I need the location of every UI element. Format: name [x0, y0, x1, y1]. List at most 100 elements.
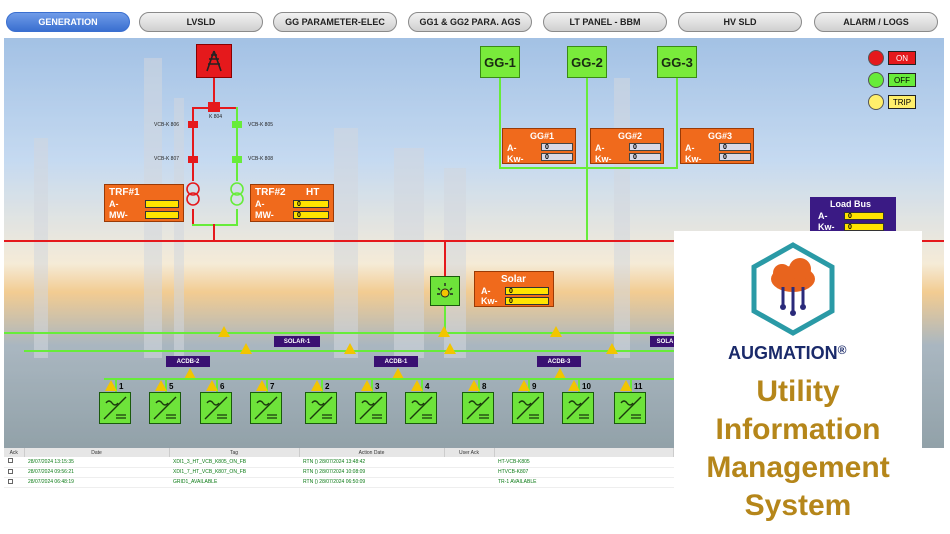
gg1-kw-label: Kw-	[507, 154, 524, 164]
background-tower	[394, 148, 424, 358]
ack-checkbox[interactable]	[4, 477, 24, 488]
background-tower	[174, 98, 184, 358]
gg1-a-value: 0	[541, 143, 573, 151]
inverter-icon[interactable]	[462, 392, 494, 424]
log-action: RTN () 28/07/2024 10:08:09	[299, 467, 444, 478]
feeder-line	[236, 209, 238, 225]
table-row[interactable]: 28/07/2024 13:15:35 XDI1_3_HT_VCB_K805_O…	[4, 457, 674, 468]
inverter-icon[interactable]	[405, 392, 437, 424]
brand-tagline: Utility Information Management System	[674, 373, 922, 525]
tab-gg-para-ags[interactable]: GG1 & GG2 PARA. AGS	[408, 12, 532, 32]
log-tag: XDI1_3_HT_VCB_K805_ON_FB	[169, 457, 299, 468]
trf2-a-label: A-	[255, 199, 265, 209]
transformer-1-icon[interactable]	[184, 181, 202, 209]
breaker-k806[interactable]	[188, 121, 198, 128]
transformer-2-icon[interactable]	[228, 181, 246, 209]
log-col-date[interactable]: Date	[24, 448, 170, 457]
inverter-number: 4	[425, 382, 430, 391]
log-col-ack[interactable]: Ack	[4, 448, 25, 457]
feeder-line	[192, 224, 238, 226]
inverter-number: 11	[634, 382, 643, 391]
gg1-a-label: A-	[507, 143, 517, 153]
tab-lt-panel[interactable]: LT PANEL - BBM	[543, 12, 667, 32]
gg2-button[interactable]: GG-2	[567, 46, 607, 78]
legend-trip-label: TRIP	[888, 95, 916, 109]
brand-name: AUGMATION®	[728, 343, 847, 364]
feeder-line	[192, 107, 238, 109]
trf2-a-value: 0	[293, 200, 329, 208]
gg2-kw-value: 0	[629, 153, 661, 161]
solar-kw-label: Kw-	[481, 296, 498, 306]
inverter-icon[interactable]	[512, 392, 544, 424]
inverter-icon[interactable]	[200, 392, 232, 424]
log-tag: XDI1_7_HT_VCB_K807_ON_FB	[169, 467, 299, 478]
warning-icon	[256, 380, 268, 391]
gg1-button[interactable]: GG-1	[480, 46, 520, 78]
tab-lvsld[interactable]: LVSLD	[139, 12, 263, 32]
alarm-log: Ack Date Tag Action Date User Ack 28/07/…	[4, 448, 674, 494]
gg3-a-value: 0	[719, 143, 751, 151]
gg2-meter: GG#2 A- Kw- 0 0	[590, 128, 664, 164]
tab-generation[interactable]: GENERATION	[6, 12, 130, 32]
log-action: RTN () 28/07/2024 06:50:09	[299, 477, 444, 488]
ht-bus	[4, 240, 944, 242]
warning-icon	[311, 380, 323, 391]
feeder-line	[192, 163, 194, 181]
inverter-number: 3	[375, 382, 380, 391]
breaker-k808[interactable]	[232, 156, 242, 163]
tab-gg-parameter-elec[interactable]: GG PARAMETER-ELEC	[273, 12, 397, 32]
log-col-user-ack[interactable]: User Ack	[444, 448, 495, 457]
legend-on: ON	[868, 50, 916, 66]
brand-tagline-line: System	[744, 489, 852, 522]
solar-a-label: A-	[481, 286, 491, 296]
solar-kw-value: 0	[505, 297, 549, 305]
tab-alarm-logs[interactable]: ALARM / LOGS	[814, 12, 938, 32]
legend-off-label: OFF	[888, 73, 916, 87]
breaker-k807[interactable]	[188, 156, 198, 163]
inverter-icon[interactable]	[562, 392, 594, 424]
inverter-number: 1	[119, 382, 124, 391]
acdb-2-tag: ACDB-2	[166, 356, 210, 367]
solar-tag: SOLA	[650, 336, 680, 347]
gg3-a-label: A-	[685, 143, 695, 153]
load-bus-a-label: A-	[818, 211, 828, 221]
table-row[interactable]: 28/07/2024 06:48:19 GRID1_AVAILABLE RTN …	[4, 477, 674, 488]
background-tower	[334, 128, 358, 358]
feeder-line	[213, 78, 215, 104]
solar-sun-icon[interactable]	[430, 276, 460, 306]
feeder-line	[236, 107, 238, 121]
inverter-icon[interactable]	[250, 392, 282, 424]
log-col-message	[494, 448, 674, 457]
inverter-number: 2	[325, 382, 330, 391]
load-bus-meter: Load Bus A- Kw- 0 0	[810, 197, 896, 233]
gg3-button[interactable]: GG-3	[657, 46, 697, 78]
nav-tabs: GENERATION LVSLD GG PARAMETER-ELEC GG1 &…	[0, 0, 950, 38]
trf2-meter: TRF#2 HT A- MW- 0 0	[250, 184, 334, 222]
log-user	[444, 457, 494, 468]
inverter-icon[interactable]	[614, 392, 646, 424]
solar-bus	[4, 332, 674, 334]
ack-checkbox[interactable]	[4, 467, 24, 478]
inverter-icon[interactable]	[149, 392, 181, 424]
ack-checkbox[interactable]	[4, 457, 24, 468]
table-row[interactable]: 28/07/2024 09:56:21 XDI1_7_HT_VCB_K807_O…	[4, 467, 674, 478]
breaker-k805[interactable]	[232, 121, 242, 128]
inverter-icon[interactable]	[99, 392, 131, 424]
legend-trip: TRIP	[868, 94, 916, 110]
gg-line	[499, 78, 501, 168]
warning-icon	[554, 368, 566, 379]
inverter-number: 5	[169, 382, 174, 391]
log-col-tag[interactable]: Tag	[169, 448, 300, 457]
cloud-network-icon	[748, 241, 838, 337]
breaker-k808-label: VCB-K 808	[248, 156, 274, 162]
inverter-icon[interactable]	[355, 392, 387, 424]
log-date: 28/07/2024 13:15:35	[24, 457, 169, 468]
trf1-mw-label: MW-	[109, 210, 128, 220]
tab-hv-sld[interactable]: HV SLD	[678, 12, 802, 32]
grid-tower-icon[interactable]	[196, 44, 232, 78]
log-col-action-date[interactable]: Action Date	[299, 448, 445, 457]
inverter-icon[interactable]	[305, 392, 337, 424]
warning-icon	[218, 326, 230, 337]
load-bus-kw-value: 0	[844, 223, 884, 231]
gg3-meter-title: GG#3	[708, 131, 733, 141]
